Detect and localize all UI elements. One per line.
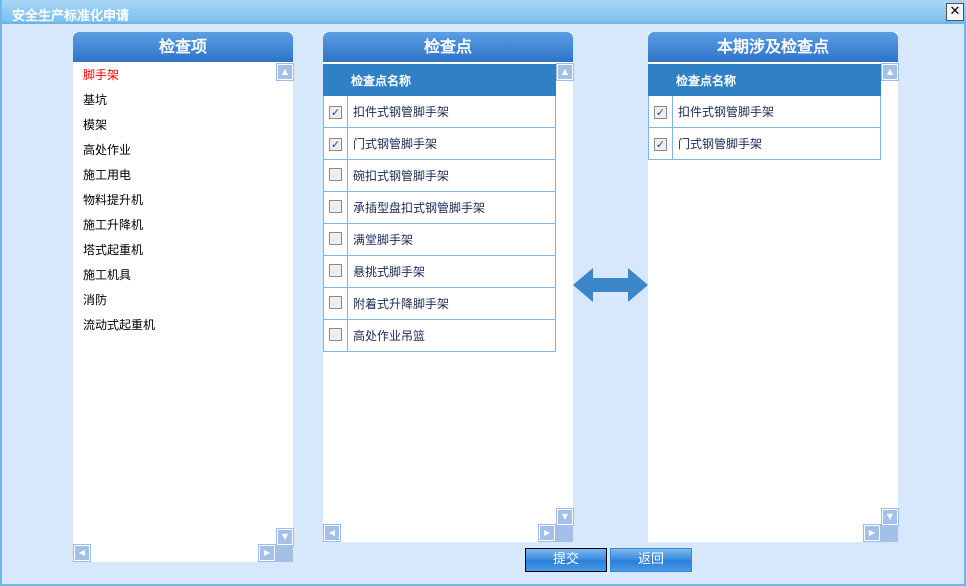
title-bar: 安全生产标准化申请 ✕ [2,0,966,24]
horizontal-scrollbar[interactable]: ◀ ▶ [323,524,573,542]
check-item[interactable]: 流动式起重机 [83,318,156,332]
table-row[interactable]: 满堂脚手架 [323,223,556,256]
checkbox[interactable]: ✓ [329,105,342,119]
checkbox[interactable]: ✓ [654,105,667,119]
scroll-right-icon[interactable]: ▶ [863,524,881,542]
checkbox[interactable] [329,199,342,213]
check-point-name: 扣件式钢管脚手架 [672,95,881,128]
transfer-arrow-icon [573,268,648,302]
scroll-down-icon[interactable]: ▼ [881,508,899,526]
checkbox[interactable] [329,263,342,277]
table-row[interactable]: 承插型盘扣式钢管脚手架 [323,191,556,224]
vertical-scrollbar[interactable]: ▲ ▼ [556,62,574,542]
table-row[interactable]: 高处作业吊篮 [323,319,556,352]
selected-points-header: 本期涉及检查点 [648,32,898,62]
check-item[interactable]: 施工用电 [83,168,132,182]
vertical-scrollbar[interactable]: ▲ ▼ [276,62,294,562]
scroll-down-icon[interactable]: ▼ [276,528,294,546]
check-item[interactable]: 基坑 [83,93,108,107]
back-button[interactable]: 返回 [610,548,692,572]
scroll-left-icon[interactable]: ◀ [323,524,341,542]
checkbox[interactable] [329,167,342,181]
selected-points-panel: 本期涉及检查点 检查点名称 ✓ 扣件式钢管脚手架 ✓ 门式钢管脚手架 ▲ ▼ ▶ [648,32,899,542]
check-items-panel: 检查项 脚手架基坑模架高处作业施工用电物料提升机施工升降机塔式起重机施工机具消防… [73,32,294,562]
scroll-down-icon[interactable]: ▼ [556,508,574,526]
scroll-right-icon[interactable]: ▶ [538,524,556,542]
table-row[interactable]: ✓ 门式钢管脚手架 [648,127,881,160]
check-point-name: 附着式升降脚手架 [347,287,556,320]
checkbox[interactable]: ✓ [654,137,667,151]
check-point-name: 承插型盘扣式钢管脚手架 [347,191,556,224]
table-row[interactable]: ✓ 扣件式钢管脚手架 [648,95,881,128]
scroll-left-icon[interactable]: ◀ [73,544,91,562]
column-header: 检查点名称 [323,64,556,96]
check-item[interactable]: 塔式起重机 [83,243,144,257]
check-point-name: 悬挑式脚手架 [347,255,556,288]
checkbox[interactable] [329,295,342,309]
check-point-name: 门式钢管脚手架 [347,127,556,160]
check-item[interactable]: 施工升降机 [83,218,144,232]
check-point-name: 满堂脚手架 [347,223,556,256]
scroll-up-icon[interactable]: ▲ [276,63,294,81]
check-point-name: 碗扣式钢管脚手架 [347,159,556,192]
scroll-right-icon[interactable]: ▶ [258,544,276,562]
check-item[interactable]: 施工机具 [83,268,132,282]
check-point-name: 门式钢管脚手架 [672,127,881,160]
dialog-title: 安全生产标准化申请 [12,9,130,24]
submit-button[interactable]: 提交 [525,548,607,572]
check-item[interactable]: 消防 [83,293,108,307]
check-points-header: 检查点 [323,32,573,62]
checkbox[interactable] [329,327,342,341]
scroll-up-icon[interactable]: ▲ [556,63,574,81]
check-point-name: 扣件式钢管脚手架 [347,95,556,128]
checkbox[interactable] [329,231,342,245]
table-row[interactable]: 附着式升降脚手架 [323,287,556,320]
check-item[interactable]: 高处作业 [83,143,132,157]
table-row[interactable]: 碗扣式钢管脚手架 [323,159,556,192]
check-point-name: 高处作业吊篮 [347,319,556,352]
check-item[interactable]: 物料提升机 [83,193,144,207]
selected-points-table: 检查点名称 ✓ 扣件式钢管脚手架 ✓ 门式钢管脚手架 [648,64,881,160]
check-points-panel: 检查点 检查点名称 ✓ 扣件式钢管脚手架 ✓ 门式钢管脚手架碗扣式钢管脚手架承插型盘扣… [323,32,574,542]
table-row[interactable]: ✓ 扣件式钢管脚手架 [323,95,556,128]
horizontal-scrollbar[interactable]: ▶ [648,524,898,542]
close-icon[interactable]: ✕ [946,3,964,21]
table-row[interactable]: ✓ 门式钢管脚手架 [323,127,556,160]
vertical-scrollbar[interactable]: ▲ ▼ [881,62,899,542]
check-points-table: 检查点名称 ✓ 扣件式钢管脚手架 ✓ 门式钢管脚手架碗扣式钢管脚手架承插型盘扣式钢管脚… [323,64,556,352]
column-header: 检查点名称 [648,64,881,96]
check-item[interactable]: 脚手架 [83,68,120,82]
table-row[interactable]: 悬挑式脚手架 [323,255,556,288]
scroll-up-icon[interactable]: ▲ [881,63,899,81]
horizontal-scrollbar[interactable]: ◀ ▶ [73,544,293,562]
checkbox[interactable]: ✓ [329,137,342,151]
check-items-header: 检查项 [73,32,293,62]
check-item[interactable]: 模架 [83,118,108,132]
